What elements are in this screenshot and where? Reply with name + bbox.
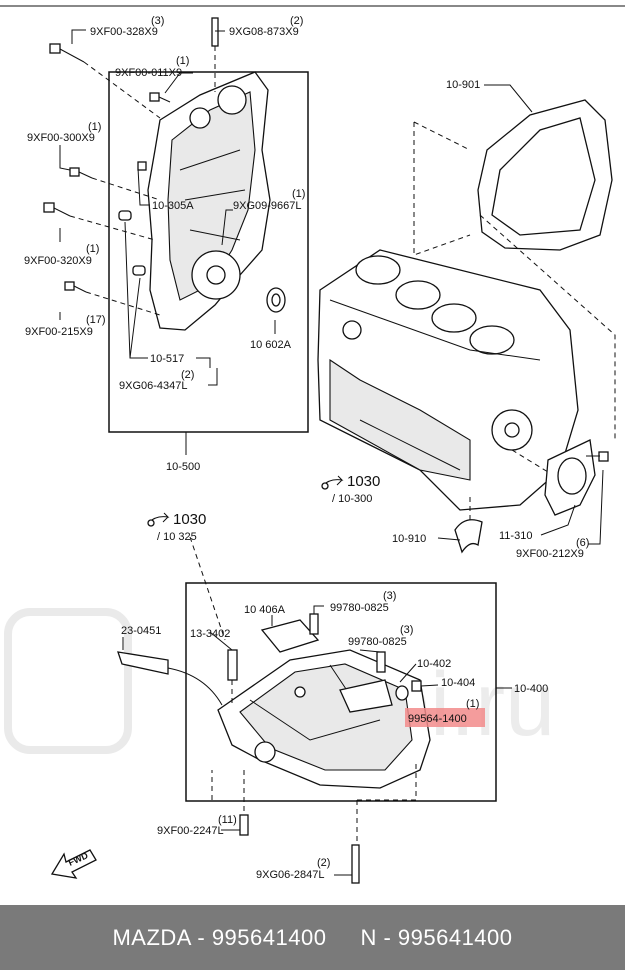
qty-9xf00-2247l: (11) [218, 814, 237, 826]
oil-level-sensor-part [117, 651, 223, 706]
bolt-icon [309, 613, 319, 635]
label-10-305a: 10-305A [152, 200, 194, 212]
qty-9xf00-011x9: (1) [176, 55, 189, 67]
label-11-310: 11-310 [499, 530, 532, 542]
fwd-arrow-icon: FWD [50, 849, 97, 879]
qty-9xf00-320x9: (1) [86, 243, 99, 255]
ref2-number: 1030 [173, 511, 206, 528]
ref1-sub: / 10-300 [332, 493, 372, 505]
label-9xg06-4347l: 9XG06-4347L [119, 380, 188, 392]
oil-baffle-part [260, 619, 320, 653]
ref2-sub: / 10 325 [157, 531, 197, 543]
label-9xf00-300x9: 9XF00-300X9 [27, 132, 95, 144]
alt-part-number: N - 995641400 [360, 924, 513, 950]
part-number-footer: MAZDA - 995641400 N - 995641400 [0, 905, 625, 970]
label-13-3402: 13-3402 [190, 628, 230, 640]
rear-oil-seal-part [544, 439, 596, 516]
label-9xg09-9667l: 9XG09-9667L [233, 200, 302, 212]
long-bolt-icon [351, 844, 360, 884]
qty-9xg09-9667l: (1) [292, 188, 305, 200]
brand-part-number: MAZDA - 995641400 [112, 924, 327, 950]
label-99780-0825-a: 99780-0825 [330, 602, 389, 614]
label-9xf00-320x9: 9XF00-320X9 [24, 255, 92, 267]
oil-seal-part [266, 287, 286, 313]
label-9xg08-873x9: 9XG08-873X9 [229, 26, 299, 38]
label-9xf00-011x9: 9XF00-011X9 [115, 67, 182, 79]
qty-9xf00-300x9: (1) [88, 121, 101, 133]
oil-pan-frame [185, 582, 497, 802]
label-10-910: 10-910 [392, 533, 426, 545]
bolt-icon [376, 651, 386, 673]
label-10-901: 10-901 [446, 79, 480, 91]
thrust-bearing-part [454, 519, 483, 554]
label-10-404: 10-404 [441, 677, 475, 689]
label-9xg06-2847l: 9XG06-2847L [256, 869, 325, 881]
label-10-406a: 10 406A [244, 604, 286, 616]
label-9xf00-212x9: 9XF00-212X9 [516, 548, 584, 560]
drain-plug-part [395, 680, 422, 701]
label-9xf00-215x9: 9XF00-215X9 [25, 326, 93, 338]
label-10-500: 10-500 [166, 461, 200, 473]
reference-arrow-icon [321, 475, 344, 490]
label-9xf00-2247l: 9XF00-2247L [157, 825, 224, 837]
bolt-icon [43, 202, 71, 217]
label-99564-1400: 99564-1400 [408, 713, 467, 725]
qty-9xf00-328x9: (3) [151, 15, 164, 27]
label-10-602a: 10 602A [250, 339, 292, 351]
qty-99564-1400: (1) [466, 698, 479, 710]
oil-strainer-part [339, 679, 393, 713]
label-9xf00-328x9: 9XF00-328X9 [90, 26, 158, 38]
oil-plug-part [227, 649, 238, 681]
reference-arrow-icon [147, 512, 170, 527]
qty-9xf00-212x9: (6) [576, 537, 589, 549]
bolt-icon [49, 43, 85, 63]
qty-99780-0825-b: (3) [400, 624, 413, 636]
ref1-number: 1030 [347, 473, 380, 490]
stud-bolt-icon [211, 17, 219, 47]
qty-9xg08-873x9: (2) [290, 15, 303, 27]
qty-9xf00-215x9: (17) [86, 314, 106, 326]
label-10-400: 10-400 [514, 683, 548, 695]
timing-cover-part [147, 71, 271, 331]
qty-9xg06-4347l: (2) [181, 369, 194, 381]
bolt-icon [64, 281, 87, 293]
bolt-icon [239, 814, 249, 836]
oil-pan-part [217, 649, 431, 789]
timing-cover-frame [108, 71, 309, 433]
part-highlight [405, 708, 485, 727]
qty-99780-0825-a: (3) [383, 590, 396, 602]
bolt-icon [69, 167, 93, 179]
label-10-517: 10-517 [150, 353, 184, 365]
dowel-pins [118, 161, 147, 276]
qty-9xg06-2847l: (2) [317, 857, 330, 869]
label-23-0451: 23-0451 [121, 625, 161, 637]
rear-plate-part [477, 99, 613, 251]
label-10-402: 10-402 [417, 658, 451, 670]
engine-block-part [317, 249, 579, 511]
bolt-icon [149, 92, 171, 103]
label-99780-0825-b: 99780-0825 [348, 636, 407, 648]
parts-diagram: Rubi.ru [0, 5, 625, 884]
